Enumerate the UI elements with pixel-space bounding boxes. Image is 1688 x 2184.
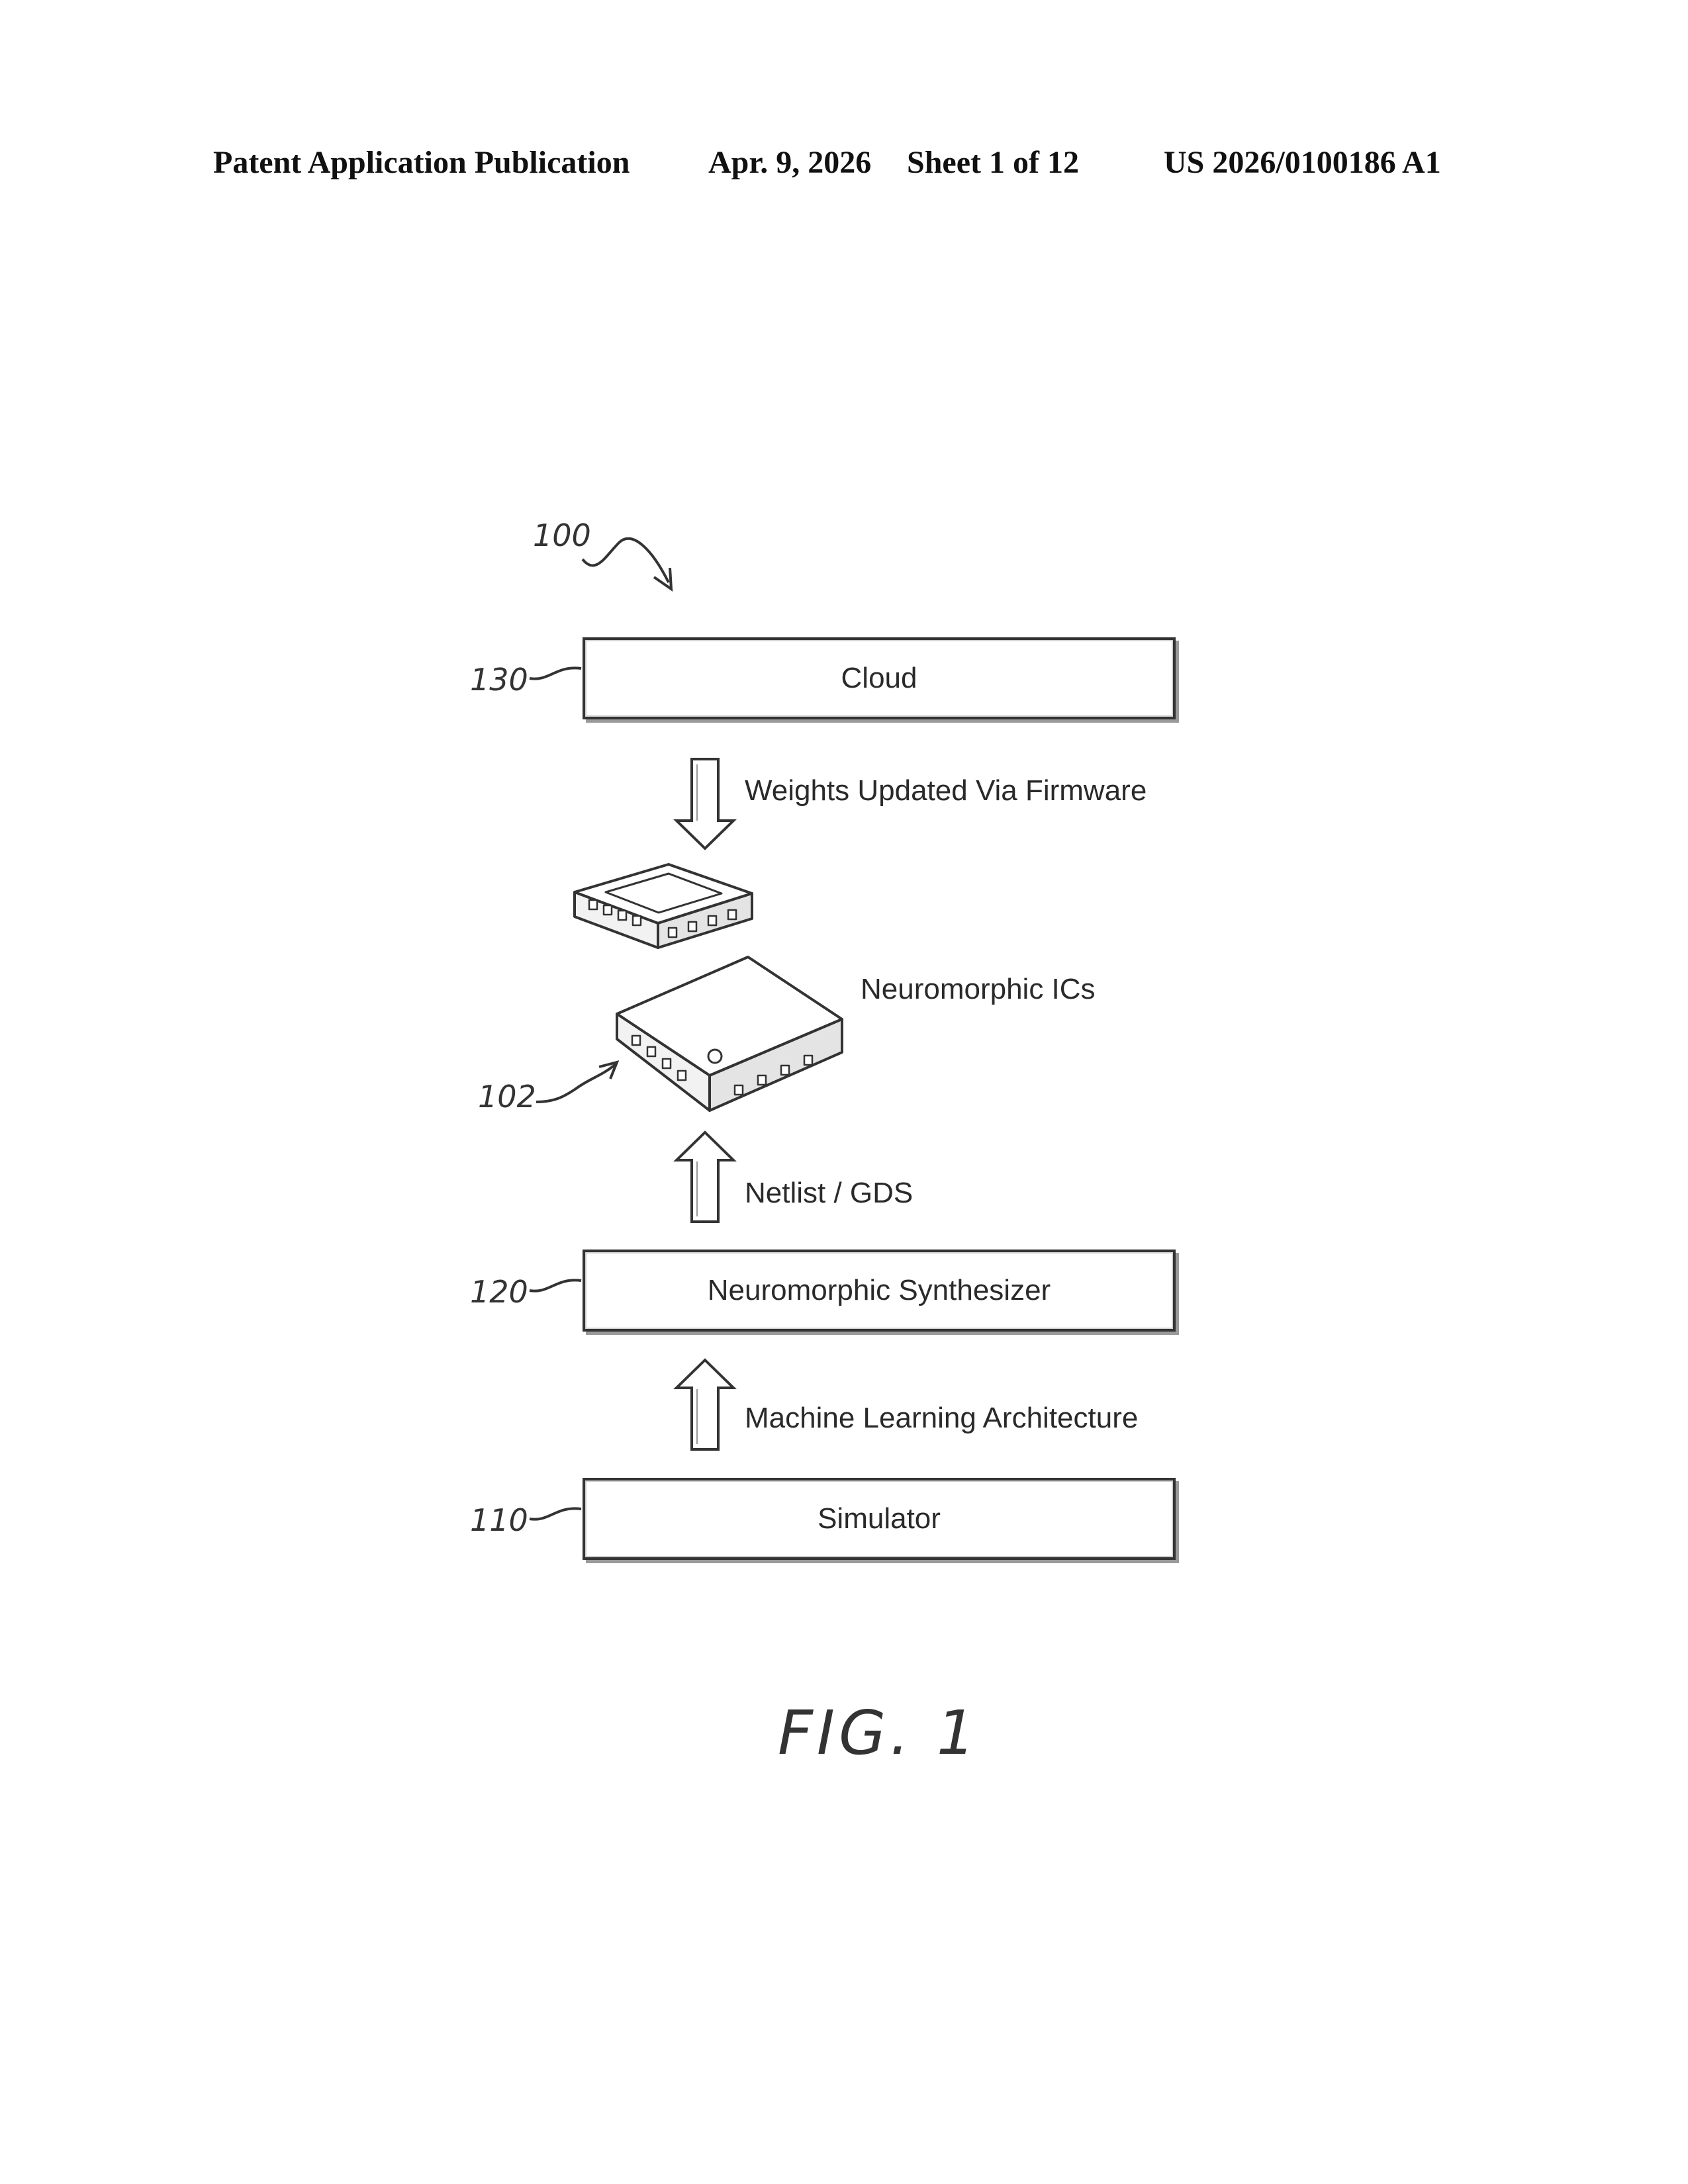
netlist-gds-label: Netlist / GDS xyxy=(745,1177,913,1210)
neuromorphic-ics-label: Neuromorphic ICs xyxy=(861,973,1096,1006)
neuromorphic-synthesizer-box: Neuromorphic Synthesizer xyxy=(583,1250,1176,1332)
leader-130 xyxy=(530,668,581,678)
ref-cloud-130: 130 xyxy=(470,662,528,698)
ref-chips-102: 102 xyxy=(478,1079,536,1115)
leader-102-arrow xyxy=(536,1062,617,1102)
neuromorphic-synthesizer-label: Neuromorphic Synthesizer xyxy=(708,1274,1051,1307)
leader-110 xyxy=(530,1508,581,1519)
leader-120 xyxy=(530,1280,581,1291)
weights-updated-label: Weights Updated Via Firmware xyxy=(745,774,1147,807)
cloud-box-label: Cloud xyxy=(841,662,917,695)
ref-synthesizer-120: 120 xyxy=(470,1274,528,1310)
figure-label: FIG. 1 xyxy=(778,1698,979,1768)
system-ref-arrow xyxy=(583,539,671,589)
arrow-down-weights xyxy=(677,759,733,848)
cloud-box: Cloud xyxy=(583,637,1176,719)
simulator-box: Simulator xyxy=(583,1478,1176,1560)
machine-learning-architecture-label: Machine Learning Architecture xyxy=(745,1402,1138,1435)
ref-system-100: 100 xyxy=(533,518,591,553)
chip-small xyxy=(575,864,752,948)
chip-large xyxy=(617,957,842,1111)
arrow-up-ml-architecture xyxy=(677,1360,733,1449)
ref-simulator-110: 110 xyxy=(470,1502,528,1538)
arrow-up-netlist xyxy=(677,1132,733,1222)
simulator-label: Simulator xyxy=(818,1502,941,1535)
